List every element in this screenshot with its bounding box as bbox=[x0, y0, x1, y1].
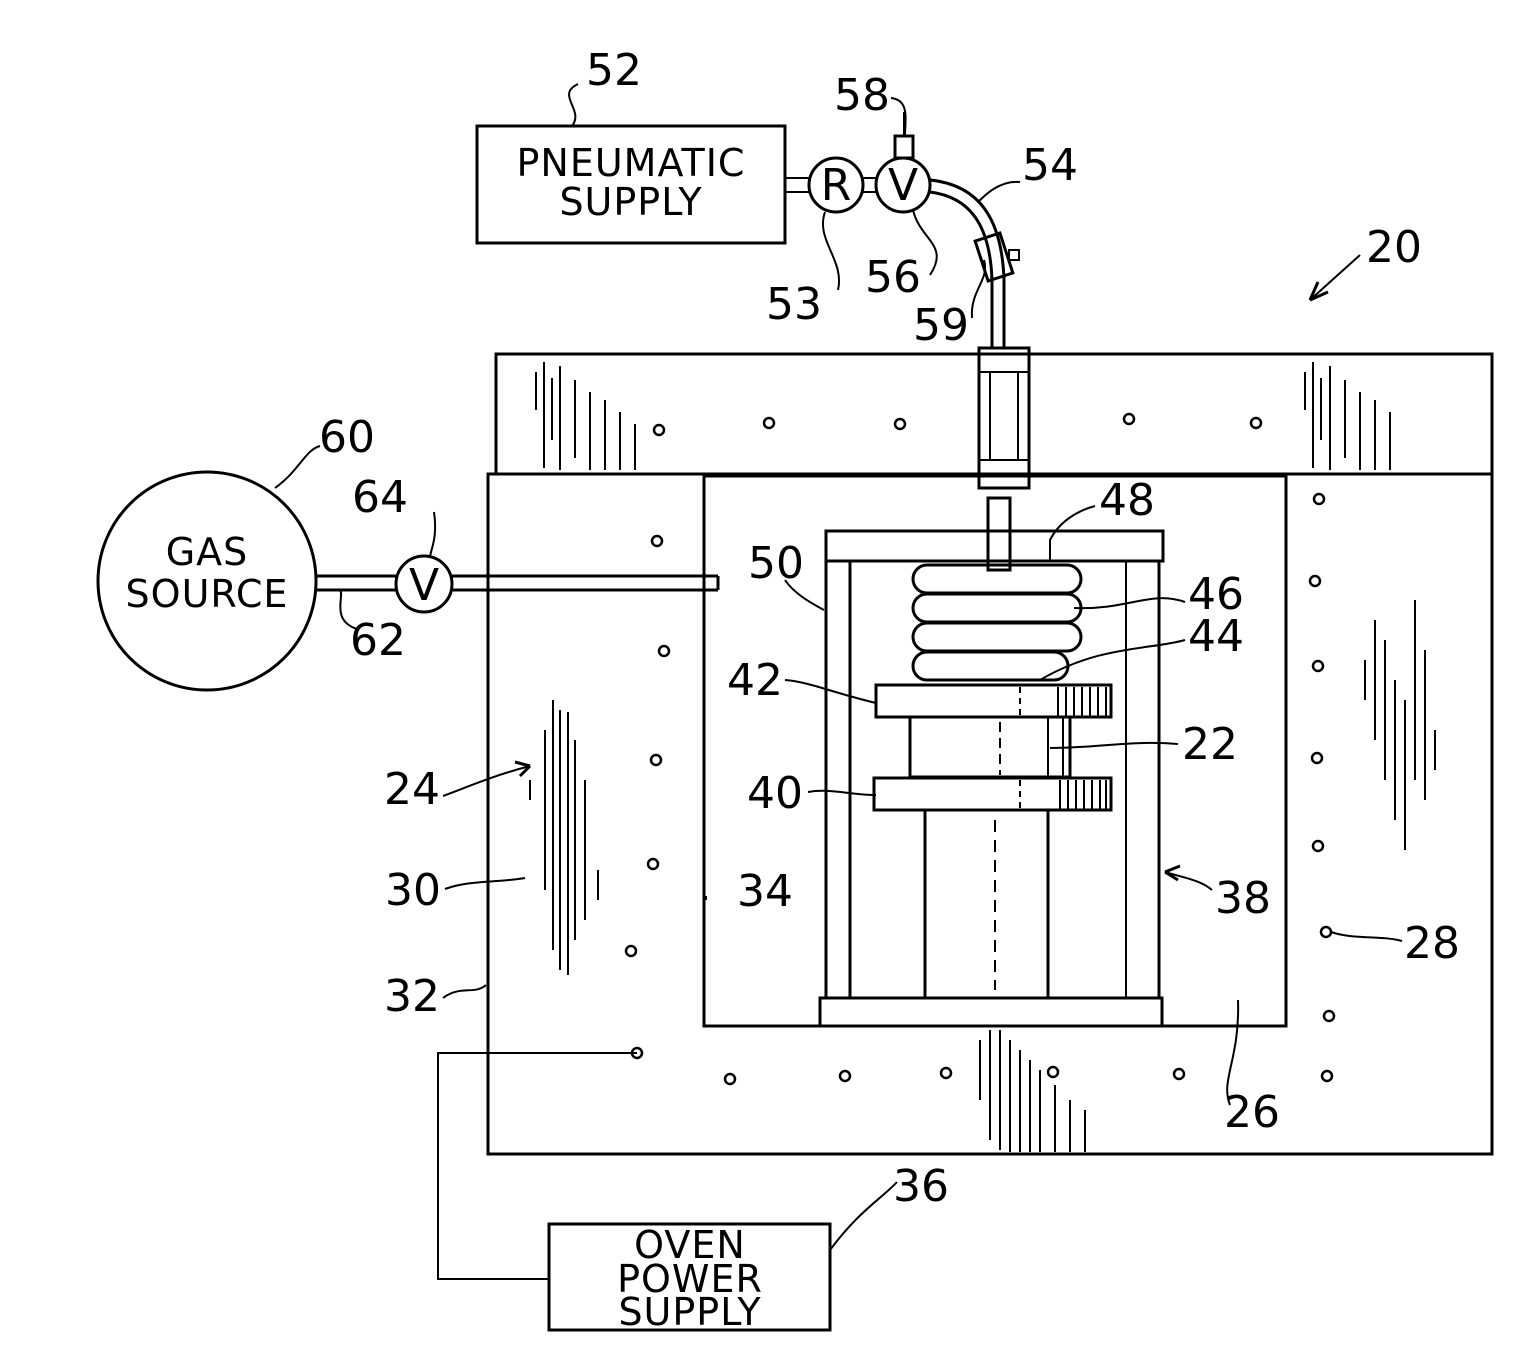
ref-56: 56 bbox=[865, 252, 921, 303]
ref-48: 48 bbox=[1099, 475, 1155, 526]
ref-26: 26 bbox=[1224, 1087, 1280, 1138]
ref-64: 64 bbox=[352, 472, 408, 523]
ref-32: 32 bbox=[384, 971, 440, 1022]
oven-power-supply: OVEN POWER SUPPLY bbox=[549, 1223, 830, 1334]
supply-pipe bbox=[785, 178, 810, 192]
ref-59: 59 bbox=[913, 300, 969, 351]
gas-line bbox=[316, 576, 718, 590]
gas-source-label-line2: SOURCE bbox=[126, 572, 289, 616]
gas-source-label-line1: GAS bbox=[166, 530, 249, 574]
ref-60: 60 bbox=[319, 412, 375, 463]
ref-20: 20 bbox=[1366, 222, 1422, 273]
gas-source: GAS SOURCE bbox=[98, 472, 316, 690]
ref-58: 58 bbox=[834, 70, 890, 121]
ref-38: 38 bbox=[1215, 873, 1271, 924]
lower-plate bbox=[874, 778, 1111, 810]
regulator: R bbox=[809, 158, 863, 212]
pneumatic-supply: PNEUMATIC SUPPLY bbox=[477, 126, 785, 243]
pneumatic-supply-label-line1: PNEUMATIC bbox=[517, 141, 746, 185]
bellows bbox=[913, 565, 1081, 680]
ref-50: 50 bbox=[748, 538, 804, 589]
ref-24: 24 bbox=[384, 764, 440, 815]
ref-53: 53 bbox=[766, 279, 822, 330]
pneumatic-cylinder bbox=[979, 348, 1029, 570]
vent-fitting bbox=[895, 136, 913, 158]
workpiece bbox=[910, 717, 1070, 777]
ref-44: 44 bbox=[1188, 611, 1244, 662]
pneumatic-valve-symbol: V bbox=[888, 160, 918, 211]
pedestal bbox=[925, 810, 1048, 998]
pneumatic-valve: V bbox=[876, 158, 930, 212]
power-wire bbox=[438, 1053, 637, 1279]
gas-valve: V bbox=[396, 556, 452, 612]
ref-22: 22 bbox=[1182, 719, 1238, 770]
ref-40: 40 bbox=[747, 768, 803, 819]
oven-power-supply-label-line3: SUPPLY bbox=[618, 1290, 761, 1334]
ref-30: 30 bbox=[385, 865, 441, 916]
ref-36: 36 bbox=[893, 1161, 949, 1212]
ref-54: 54 bbox=[1022, 140, 1078, 191]
leader-lines bbox=[275, 84, 1402, 1250]
reference-numerals: 52 53 58 54 56 59 20 60 64 62 48 50 46 4… bbox=[319, 45, 1460, 1212]
ref-28: 28 bbox=[1404, 918, 1460, 969]
ref-34: 34 bbox=[737, 866, 793, 917]
hose-fitting bbox=[975, 233, 1013, 281]
gas-valve-symbol: V bbox=[409, 560, 439, 611]
ref-52: 52 bbox=[586, 45, 642, 96]
ref-62: 62 bbox=[350, 615, 406, 666]
ref-42: 42 bbox=[727, 655, 783, 706]
pneumatic-supply-label-line2: SUPPLY bbox=[559, 180, 702, 224]
upper-plate bbox=[876, 685, 1111, 717]
regulator-symbol: R bbox=[821, 160, 852, 211]
